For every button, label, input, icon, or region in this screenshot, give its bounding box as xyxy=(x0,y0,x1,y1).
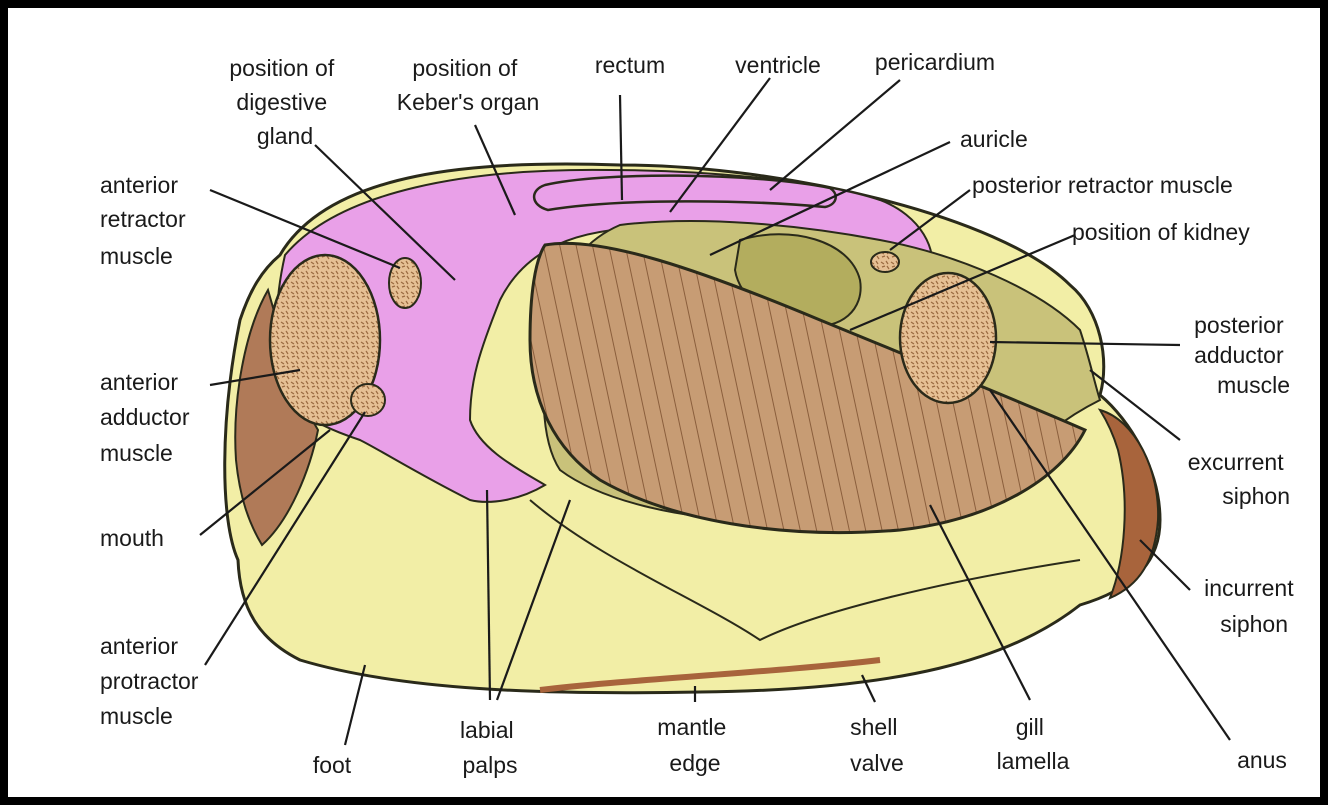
label-line: mantle xyxy=(657,714,726,740)
label-line: Keber's organ xyxy=(397,89,539,115)
label-anterior-retractor: anterior retractor muscle xyxy=(100,172,192,269)
label-incurrent-siphon: incurrent siphon xyxy=(1204,575,1300,637)
label-line: foot xyxy=(313,752,352,778)
label-line: rectum xyxy=(595,52,665,78)
posterior-adductor-shape xyxy=(900,273,996,403)
label-line: retractor xyxy=(100,206,186,232)
label-labial-palps: labial palps xyxy=(460,717,520,778)
label-line: anterior xyxy=(100,172,178,198)
label-line: position of kidney xyxy=(1072,219,1250,245)
label-line: mouth xyxy=(100,525,164,551)
label-line: auricle xyxy=(960,126,1028,152)
label-mantle-edge: mantle edge xyxy=(657,714,732,776)
label-pericardium: pericardium xyxy=(875,49,995,75)
label-line: anus xyxy=(1237,747,1287,773)
label-foot: foot xyxy=(313,752,352,778)
label-line: incurrent xyxy=(1204,575,1294,601)
posterior-retractor-shape xyxy=(871,252,899,272)
label-line: protractor xyxy=(100,668,199,694)
label-line: gill xyxy=(1016,714,1044,740)
label-line: palps xyxy=(463,752,518,778)
label-excurrent-siphon: excurrent siphon xyxy=(1188,449,1290,509)
label-line: digestive xyxy=(236,89,327,115)
label-anterior-adductor: anterior adductor muscle xyxy=(100,369,196,466)
label-kebers-organ: position of Keber's organ xyxy=(397,55,539,115)
label-posterior-adductor: posterior adductor muscle xyxy=(1194,312,1290,398)
label-auricle: auricle xyxy=(960,126,1028,152)
label-line: shell xyxy=(850,714,897,740)
label-line: muscle xyxy=(100,243,173,269)
label-rectum: rectum xyxy=(595,52,665,78)
label-line: posterior xyxy=(1194,312,1284,338)
label-line: muscle xyxy=(1217,372,1290,398)
label-line: anterior xyxy=(100,369,178,395)
label-gill-lamella: gill lamella xyxy=(997,714,1070,774)
clam-anatomy-diagram: position of digestive gland position of … xyxy=(8,8,1320,797)
label-line: muscle xyxy=(100,440,173,466)
label-line: pericardium xyxy=(875,49,995,75)
label-anterior-protractor: anterior protractor muscle xyxy=(100,633,205,729)
label-line: siphon xyxy=(1222,483,1290,509)
label-line: siphon xyxy=(1220,611,1288,637)
label-line: muscle xyxy=(100,703,173,729)
label-line: edge xyxy=(669,750,720,776)
label-kidney: position of kidney xyxy=(1072,219,1250,245)
label-posterior-retractor: posterior retractor muscle xyxy=(972,172,1233,198)
label-line: labial xyxy=(460,717,514,743)
label-line: gland xyxy=(257,123,313,149)
label-line: ventricle xyxy=(735,52,821,78)
anterior-protractor-shape xyxy=(351,384,385,416)
label-digestive-gland: position of digestive gland xyxy=(229,55,340,149)
label-shell-valve: shell valve xyxy=(850,714,904,776)
label-line: lamella xyxy=(997,748,1070,774)
label-line: valve xyxy=(850,750,904,776)
label-mouth: mouth xyxy=(100,525,164,551)
label-anus: anus xyxy=(1237,747,1287,773)
label-line: anterior xyxy=(100,633,178,659)
label-line: adductor xyxy=(100,404,190,430)
label-line: posterior retractor muscle xyxy=(972,172,1233,198)
label-line: adductor xyxy=(1194,342,1284,368)
label-ventricle: ventricle xyxy=(735,52,821,78)
label-line: position of xyxy=(412,55,517,81)
label-line: position of xyxy=(229,55,334,81)
label-line: excurrent xyxy=(1188,449,1284,475)
